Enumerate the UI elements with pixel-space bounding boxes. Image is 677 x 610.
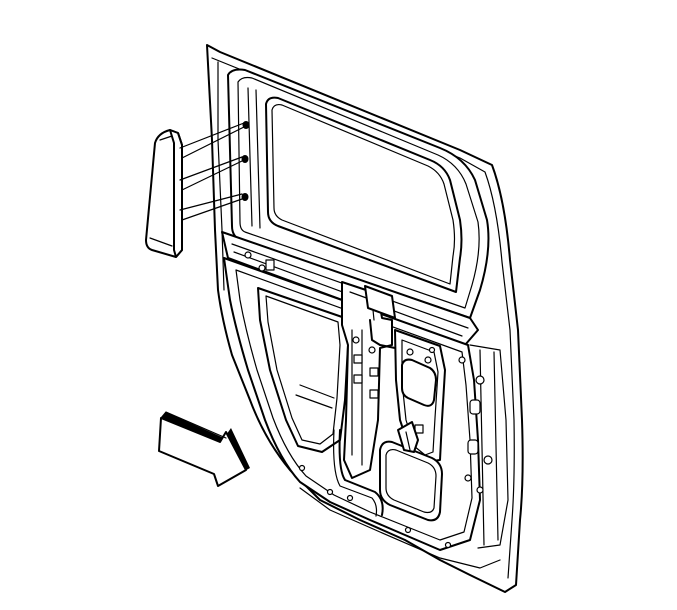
view-direction-arrow [158, 411, 250, 487]
window-regulator-bracket [341, 281, 396, 479]
speaker-module-cutout [257, 287, 349, 453]
trim-applique [145, 129, 183, 258]
wire-harness [333, 319, 396, 517]
inside-handle-pocket [379, 421, 443, 522]
mounting-holes [244, 251, 493, 549]
fastener-guide-lines [179, 121, 250, 221]
